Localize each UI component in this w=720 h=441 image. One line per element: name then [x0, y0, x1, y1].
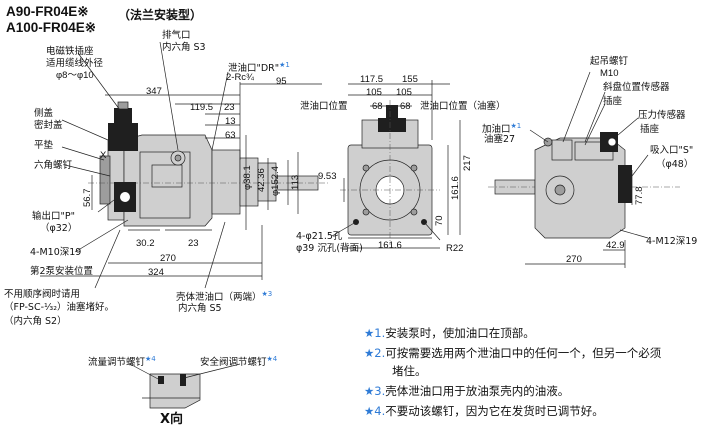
note-2: ★2.可按需要选用两个泄油口中的任何一个，但另一个必须 [364, 346, 662, 360]
dim-63: 63 [225, 130, 236, 141]
dim-324: 324 [148, 267, 164, 278]
dim-347: 347 [146, 86, 162, 97]
label-mount-pos-2: 第2泵安装位置 [30, 266, 94, 277]
label-lift-bolt: 起吊螺钉 [590, 56, 629, 67]
dim-113: 113 [290, 174, 301, 190]
x-view-caption: X向 [160, 412, 184, 427]
note-3: ★3.壳体泄油口用于放油泵壳内的油液。 [364, 384, 570, 398]
label-flat-key: 平垫 [34, 140, 54, 151]
dim-77-8: 77.8 [634, 186, 645, 206]
dim-105a: 105 [366, 87, 382, 98]
label-outlet-dia: （φ32） [40, 223, 78, 234]
dim-42-36: 42.36 [256, 168, 267, 192]
label-plug-1: 不用顺序阀时请用 [4, 289, 81, 300]
dim-217: 217 [462, 155, 473, 171]
front-view-pump [331, 80, 461, 249]
label-drain-port: 泄油口"DR"★1 [228, 61, 290, 75]
label-front-holes-1: 4-φ21.5孔 [296, 231, 343, 242]
dim-13: 13 [225, 116, 236, 127]
label-hex-bolt: 六角螺钉 [34, 160, 73, 171]
dim-152-4: φ152.4 [270, 166, 281, 196]
label-right-holes: 4-M12深19 [646, 236, 698, 247]
label-lift-bolt-size: M10 [600, 68, 619, 79]
label-x-mark: X [100, 150, 107, 161]
label-flow-screw: 流量调节螺钉★4 [88, 355, 156, 369]
note-2-cont: 堵住。 [392, 364, 427, 378]
label-cable-range: φ8～φ10 [56, 70, 94, 81]
dim-119-5: 119.5 [190, 102, 214, 113]
dim-56-7: 56.7 [82, 188, 93, 208]
note-1: ★1.安装泵时，使加油口在顶部。 [364, 326, 535, 340]
dim-155: 155 [402, 74, 418, 85]
label-plug-3: （内六角 S2） [4, 316, 67, 327]
mount-type: （法兰安装型） [118, 8, 203, 22]
label-outlet-port: 输出口"P" [32, 211, 75, 222]
dim-38-1: φ38.1 [242, 165, 253, 190]
label-fill-port: 加油口★1 [482, 122, 522, 136]
label-cable-dia: 适用缆线外径 [46, 58, 104, 69]
label-suction-dia: （φ48） [656, 159, 694, 170]
dim-68b: 68 [400, 101, 411, 112]
label-solenoid-socket: 电磁铁插座 [46, 46, 94, 57]
label-front-holes-2: φ39 沉孔(背面) [296, 243, 363, 254]
dim-68a: 68 [372, 101, 383, 112]
label-plug-2: （FP-SC-¹⁄₃₂）油塞堵好。 [4, 302, 115, 313]
dim-105b: 105 [396, 87, 412, 98]
label-air-bleed: 排气口 [162, 30, 191, 41]
side-view-pump [40, 41, 330, 289]
label-case-drain: 壳体泄油口（两端）★3 [176, 290, 273, 304]
label-drain-thread: 2-Rc¾ [226, 72, 254, 83]
dim-23b: 23 [188, 238, 199, 249]
label-suction-port: 吸入口"S" [650, 145, 694, 156]
note-4: ★4.不要动该螺钉，因为它在发货时已调节好。 [364, 404, 604, 418]
dim-9-53: 9.53 [318, 171, 337, 182]
dim-270-right: 270 [566, 254, 582, 265]
label-air-bleed-hex: 内六角 S3 [162, 42, 206, 53]
label-socket-1: 插座 [603, 96, 623, 107]
label-safety-screw: 安全阀调节螺钉★4 [200, 355, 278, 369]
label-seal-cover: 密封盖 [34, 120, 63, 131]
model-title-2: A100-FR04E※ [6, 20, 97, 35]
dim-23a: 23 [224, 102, 235, 113]
dim-161-6v: 161.6 [450, 176, 461, 200]
label-case-drain-hex: 内六角 S5 [178, 303, 222, 314]
label-socket-2: 插座 [640, 124, 660, 135]
dim-95: 95 [276, 76, 287, 87]
dim-117-5: 117.5 [360, 74, 384, 85]
dim-42-9: 42.9 [606, 240, 625, 251]
label-swash-sensor: 斜盘位置传感器 [603, 82, 670, 93]
dim-161-6h: 161.6 [378, 240, 402, 251]
model-title-1: A90-FR04E※ [6, 4, 89, 19]
x-view [129, 363, 241, 409]
label-drain-pos-left: 泄油口位置 [300, 101, 348, 112]
label-pressure-sensor: 压力传感器 [638, 110, 686, 121]
dim-30-2: 30.2 [136, 238, 155, 249]
dim-70: 70 [434, 215, 445, 226]
label-drain-pos-right: 泄油口位置（油塞） [420, 101, 506, 112]
label-side-cover: 侧盖 [34, 108, 54, 119]
dim-270-side: 270 [160, 253, 176, 264]
label-side-holes: 4-M10深19 [30, 247, 82, 258]
dim-r22: R22 [446, 243, 464, 254]
label-fill-plug: 油塞27 [484, 134, 516, 145]
right-view-pump [488, 71, 680, 268]
